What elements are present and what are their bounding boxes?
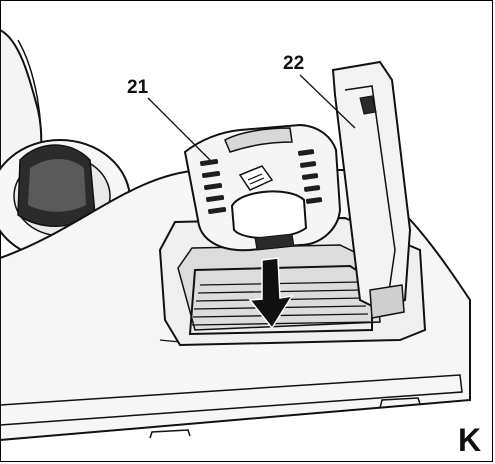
filter-cartridge-logo-mark: [247, 173, 265, 185]
socket-highlight: [28, 159, 86, 212]
insertion-arrow: [248, 257, 294, 330]
base-slot-left: [149, 429, 191, 439]
filter-cartridge-logo: [238, 165, 274, 191]
hinged-lid-edge: [344, 85, 396, 299]
filter-cartridge-grip: [230, 190, 308, 239]
hinged-lid-tab: [359, 95, 377, 115]
filter-cartridge-vents-left: [200, 158, 227, 215]
base-housing-rim: [0, 374, 463, 426]
leader-line-21: [147, 97, 211, 161]
figure-letter: K: [458, 422, 482, 458]
hinged-lid: [331, 60, 412, 312]
hinged-lid-hinge: [369, 284, 405, 319]
filter-cartridge-latch: [254, 233, 295, 251]
filter-cartridge-vents-right: [297, 149, 323, 204]
filter-cartridge-top: [224, 127, 293, 153]
base-slot-right: [379, 397, 421, 409]
leader-line-22: [299, 74, 356, 129]
part-label-22: 22: [283, 53, 305, 74]
part-label-21: 21: [127, 77, 149, 98]
